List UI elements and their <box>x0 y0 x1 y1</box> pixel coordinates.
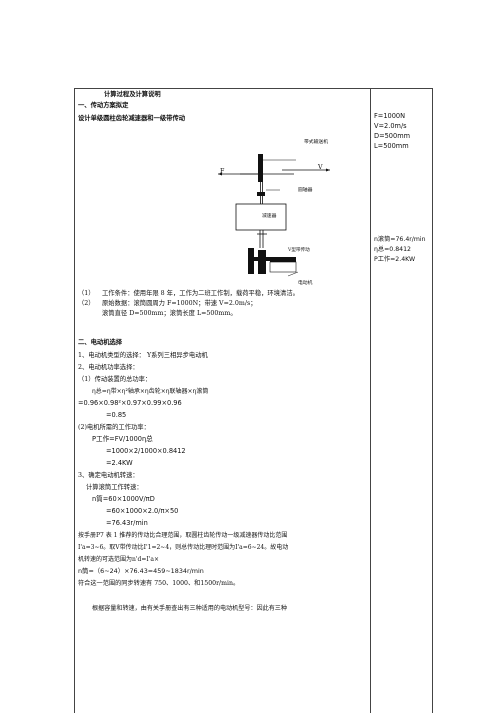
drum-speed-heading: 计算滚筒工作转速： <box>86 484 143 491</box>
force-label: F <box>220 168 225 175</box>
drum-speed-substitution: =60×1000×2.0/π×50 <box>106 507 179 515</box>
section-title-transmission: 一、传动方案拟定 <box>78 102 129 109</box>
speed-heading: 3、确定电动机转速： <box>78 472 139 479</box>
condition-2-continuation: 滚筒直径 D=500mm；滚筒长度 L=500mm。 <box>102 310 237 317</box>
efficiency-substitution: =0.96×0.98²×0.97×0.99×0.96 <box>78 399 182 407</box>
table-column-divider <box>370 88 371 713</box>
table-top-border <box>74 88 433 89</box>
result-velocity: V=2.0m/s <box>374 122 407 130</box>
drum-speed-result: =76.43r/min <box>106 519 148 527</box>
ratio-text-line-3: 机转速的可选范围为n'd=I'a× <box>78 556 160 563</box>
power-selection-line: 2、电动机功率选择： <box>78 364 139 371</box>
conveyor-label: 带式输送机 <box>304 140 328 145</box>
page: 计算过程及计算说明 一、传动方案拟定 设计单级圆柱齿轮减速器和一级带传动 <box>74 88 434 713</box>
result-drum-speed: n滚筒=76.4r/min <box>374 236 426 243</box>
motor-label: 电动机 <box>298 281 313 286</box>
condition-2-number: （2） <box>78 300 95 307</box>
reducer-label: 减速器 <box>262 214 277 219</box>
sync-speed-line: 符合这一范围的同步转速有 750、1000、和1500r/min。 <box>78 580 240 587</box>
motor-type-line: 1、电动机类型的选择： Y系列三相异步电动机 <box>78 352 208 359</box>
power-substitution: =1000×2/1000×0.8412 <box>106 447 186 455</box>
drum-label: 圆轴器 <box>298 188 313 193</box>
result-force: F=1000N <box>374 112 406 120</box>
ratio-text-line-2: I'a=3~6。取V带传动比I'1=2~4，则总传动比理时范围为I'a=6~24… <box>78 544 289 551</box>
condition-2-text: 原始数据：滚筒圆周力 F=1000N；带速 V=2.0m/s； <box>102 300 257 307</box>
condition-1-text: 工作条件：使用年限 8 年，工作为二班工作制，载荷平稳，环境清洁。 <box>102 290 299 297</box>
power-formula: P工作=FV/1000η总 <box>92 435 153 443</box>
motor-speed-range: n筒=（6~24）×76.43=459~1834r/min <box>78 567 204 575</box>
power-result: =2.4KW <box>106 459 133 467</box>
results-column-top: F=1000N V=2.0m/s D=500mm L=500mm <box>374 111 432 151</box>
condition-1-number: （1） <box>78 290 95 297</box>
result-total-efficiency: η总=0.8412 <box>374 246 411 253</box>
belt-drive-label: V型带传动 <box>288 248 310 253</box>
section-title-motor: 二、电动机选择 <box>78 339 123 346</box>
total-efficiency-heading: （1）传动装置的总功率： <box>78 376 152 383</box>
drum-speed-formula: n筒=60×1000V/πD <box>92 495 155 503</box>
column-heading: 计算过程及计算说明 <box>104 91 161 98</box>
result-length: L=500mm <box>374 142 409 150</box>
result-diameter: D=500mm <box>374 132 411 140</box>
table-right-border <box>432 88 433 713</box>
design-title: 设计单级圆柱齿轮减速器和一级带传动 <box>78 115 186 122</box>
results-column-bottom: n滚筒=76.4r/min η总=0.8412 P工作=2.4KW <box>374 235 432 265</box>
result-work-power: P工作=2.4KW <box>374 256 416 263</box>
transmission-diagram <box>218 154 330 277</box>
velocity-label: V <box>318 164 323 171</box>
required-power-heading: (2)电机所需的工作功率： <box>78 424 150 431</box>
motor-models-line: 根据容量和转速，由有关手册查出有三种适用的电动机型号：因此有三种 <box>92 605 287 612</box>
efficiency-formula: η总=η带×η²轴承×η齿轮×η联轴器×η滚筒 <box>92 388 209 395</box>
ratio-text-line-1: 按手册P7 表 1 推荐的传动比合理范围，取圆柱齿轮传动一级减速器传动比范围 <box>78 532 288 539</box>
table-left-border <box>74 88 75 713</box>
efficiency-result: =0.85 <box>106 411 127 419</box>
